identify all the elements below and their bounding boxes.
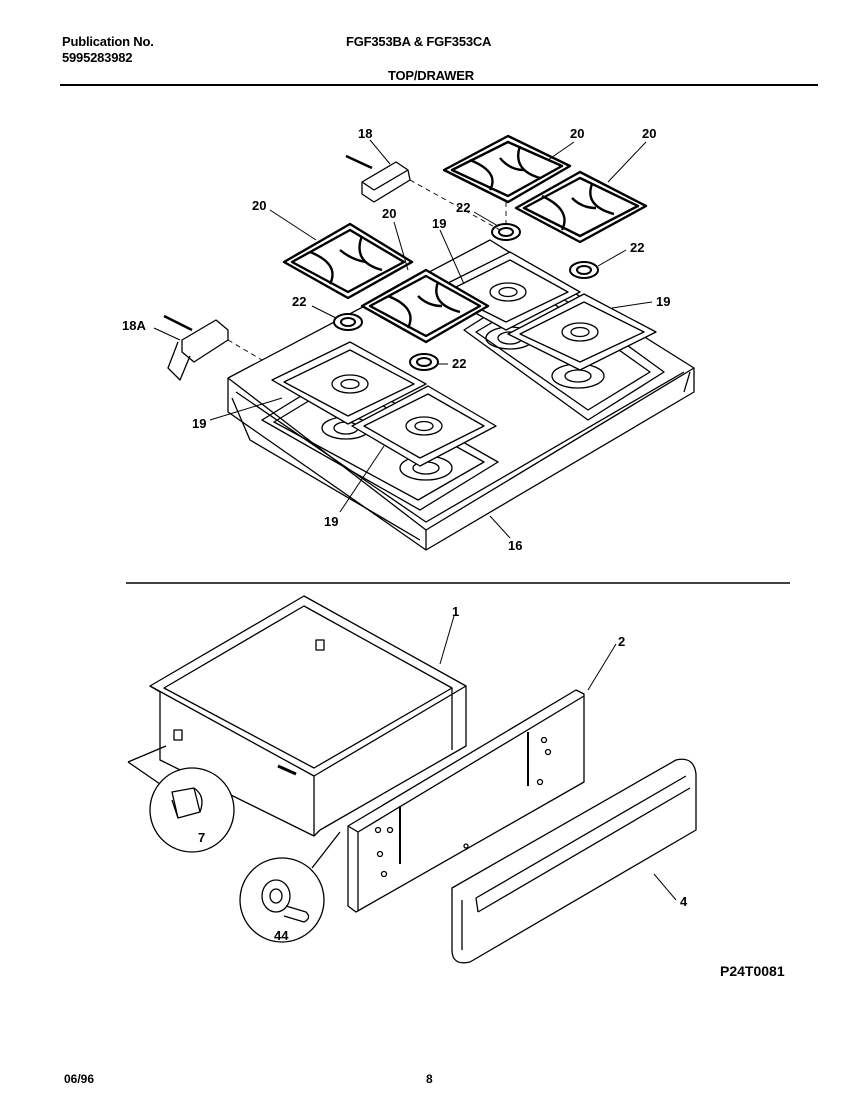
section-title: TOP/DRAWER <box>388 68 474 83</box>
leader-lines-top <box>153 139 653 539</box>
publication-number: 5995283982 <box>62 50 133 65</box>
burner-grates <box>282 134 648 344</box>
callout-22-b: 22 <box>630 240 644 255</box>
callout-20-d: 20 <box>382 206 396 221</box>
detail-circle-44 <box>239 831 341 943</box>
callout-7: 7 <box>198 830 205 845</box>
callout-22-c: 22 <box>292 294 306 309</box>
callout-2: 2 <box>618 634 625 649</box>
callout-16: 16 <box>508 538 522 553</box>
burner-pans <box>271 251 657 467</box>
callout-19-b: 19 <box>656 294 670 309</box>
callout-19-d: 19 <box>324 514 338 529</box>
callout-1: 1 <box>452 604 459 619</box>
callout-44: 44 <box>274 928 289 943</box>
callout-20-a: 20 <box>570 126 584 141</box>
leader-lines-bottom <box>439 615 677 901</box>
detail-circle-7 <box>127 745 235 853</box>
publication-label: Publication No. <box>62 34 154 49</box>
drawer-front <box>451 758 697 964</box>
callout-22-d: 22 <box>452 356 466 371</box>
callout-22-a: 22 <box>456 200 470 215</box>
callout-20-b: 20 <box>642 126 656 141</box>
drawer-panel <box>347 689 585 913</box>
callout-18: 18 <box>358 126 372 141</box>
model-numbers: FGF353BA & FGF353CA <box>346 34 492 49</box>
footer-date: 06/96 <box>64 1072 95 1086</box>
callout-19-c: 19 <box>192 416 206 431</box>
header-rule <box>60 84 818 86</box>
hinge-bracket-18a <box>163 314 229 381</box>
callout-20-c: 20 <box>252 198 266 213</box>
drawer-box <box>149 595 467 837</box>
callout-4: 4 <box>680 894 688 909</box>
diagram-code: P24T0081 <box>720 963 785 979</box>
assembly-lines <box>227 179 507 361</box>
grommets <box>333 223 599 371</box>
callout-18a: 18A <box>122 318 146 333</box>
page-number: 8 <box>426 1072 433 1086</box>
callout-19-a: 19 <box>432 216 446 231</box>
hinge-bracket-18 <box>345 154 411 203</box>
